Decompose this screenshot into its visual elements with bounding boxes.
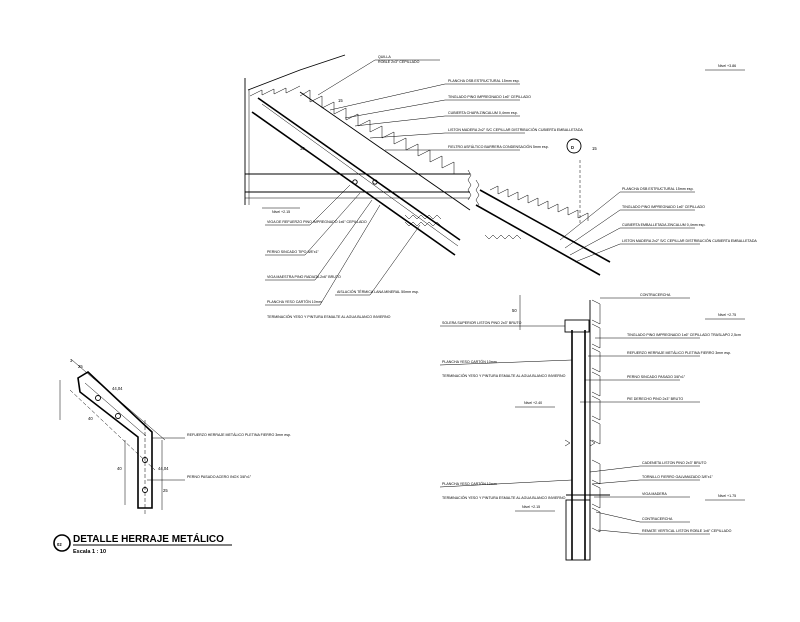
- w-label-cadeneta: CADENETA LISTON PINO 2x3" BRUTO: [642, 461, 707, 465]
- label-yeso: PLANCHA YESO CARTÓN 10mm: [267, 299, 322, 304]
- rafter-top: [257, 97, 461, 241]
- insulation-hatch-2: [404, 221, 442, 227]
- label-quilla: QUILLA: [378, 55, 391, 59]
- w-label-cubierta: CUBIERTA EMBALLETADA ZINCALUM 0,4mm esp.: [622, 223, 705, 227]
- eave-rafter-bottom: [475, 204, 601, 276]
- break-line-roof: [467, 169, 472, 201]
- dim-30-roof: 30: [300, 146, 305, 151]
- title-number: 02: [57, 542, 62, 547]
- roof-shingles: [299, 89, 455, 174]
- w-label-terminacion: TERMINACIÓN YESO Y PINTURA ESMALTE AL AG…: [442, 373, 566, 378]
- dim-15-roof: 15: [338, 98, 343, 103]
- w-label-osb: PLANCHA OSB ESTRUCTURAL 15mm esp.: [622, 187, 694, 191]
- wall-leaders: [439, 191, 710, 535]
- section-marker-circle: [566, 138, 582, 154]
- dim-15-wall: 15: [592, 146, 597, 151]
- level-1: Nivel +3.86: [718, 64, 736, 68]
- roof-sheathing: [299, 91, 471, 211]
- bracket-centerline-1: [69, 389, 156, 471]
- title-text: DETALLE HERRAJE METÁLICO: [73, 532, 224, 545]
- w-label-liston: LISTON MADERA 2x2" S/C CEPILLAR DISTRIBU…: [622, 238, 757, 243]
- w-label-remate: REMATE VERTICAL LISTON ROBLE 1x6" CEPILL…: [642, 529, 732, 533]
- w-label-tinglado: TINGLADO PINO IMPREGNADO 1x6" CEPILLADO: [622, 205, 705, 209]
- bracket-inner: [84, 382, 147, 437]
- w-label-contracercha-2: CONTRACERCHA: [642, 517, 673, 521]
- w-label-tinglado-2: TINGLADO PINO IMPREGNADO 1x6" CEPILLADO …: [627, 333, 741, 337]
- w-label-solera: SOLERA SUPERIOR LISTON PINO 2x3" BRUTO: [442, 321, 522, 325]
- title-scale: Escala 1 : 10: [73, 549, 106, 555]
- bracket-dim-40: 40: [88, 416, 93, 421]
- label-perno: PERNO SINCADO TIPO 3/8"x1": [267, 250, 320, 254]
- bracket-hole-1: [95, 395, 101, 401]
- w-label-refuerzo: REFUERZO HERRAJE METÁLICO PLETINA FIERRO…: [627, 351, 731, 355]
- w-label-yeso-2: PLANCHA YESO CARTÓN 10mm: [442, 481, 497, 486]
- eave-shingles: [489, 185, 589, 221]
- wall-section-detail: D 50 15: [439, 64, 757, 561]
- bracket-hole-2: [115, 413, 121, 419]
- label-tinglado: TINGLADO PINO IMPREGNADO 1x6" CEPILLADO: [448, 95, 531, 99]
- label-osb: PLANCHA OSB ESTRUCTURAL 15mm esp.: [448, 79, 520, 83]
- label-cubierta: CUBIERTA CHAPA ZINCALUM 0,4mm esp.: [448, 111, 518, 115]
- bottom-beam: [565, 499, 591, 561]
- label-aislacion: AISLACIÓN TÉRMICA LANA MINERAL 50mm esp.: [337, 289, 419, 294]
- label-liston: LISTON MADERA 2x2" S/C CEPILLAR DISTRIBU…: [448, 127, 583, 132]
- level-3: Nivel +2.40: [524, 401, 542, 405]
- title-block: 02 DETALLE HERRAJE METÁLICO Escala 1 : 1…: [53, 532, 232, 555]
- dim-line-top: [71, 359, 166, 441]
- level-5: Nivel +2.15: [522, 505, 540, 509]
- bracket-detail: 25 44,04 40 40 44,04 25 3 REFUERZO HERRA…: [59, 358, 291, 515]
- bolt-2: [372, 179, 378, 185]
- bracket-plate: [77, 371, 153, 509]
- w-label-terminacion-2: TERMINACIÓN YESO Y PINTURA ESMALTE AL AG…: [442, 495, 566, 500]
- label-fieltro: FIELTRO ASFÁLTICO BARRERA CONDENSACIÓN 5…: [448, 144, 549, 149]
- w-label-pie-derecho: PIE DERECHO PINO 2x3" BRUTO: [627, 397, 683, 401]
- bracket-label-refuerzo: REFUERZO HERRAJE METÁLICO PLETINA FIERRO…: [187, 433, 291, 437]
- w-label-perno: PERNO SINCADO PASADO 3/8"x1": [627, 375, 686, 379]
- eave-rafter-top: [479, 189, 611, 263]
- bracket-dim-3: 3: [70, 358, 73, 363]
- eave-insulation: [484, 234, 522, 240]
- level-4: Nivel +1.75: [718, 494, 736, 498]
- dim-50-wall: 50: [512, 308, 517, 313]
- ridge-cladding: [249, 85, 301, 97]
- w-label-yeso: PLANCHA YESO CARTÓN 10mm: [442, 359, 497, 364]
- bracket-dim-25-v: 25: [163, 488, 168, 493]
- bracket-dim-4404: 44,04: [112, 386, 123, 391]
- bolt-1: [352, 179, 358, 185]
- w-label-contracercha: CONTRACERCHA: [640, 293, 671, 297]
- label-roble: ROBLE 2x3" CEPILLADO: [378, 60, 420, 64]
- title-number-circle: [53, 534, 71, 552]
- roof-leaders: [265, 59, 525, 306]
- insulation-hatch: [404, 214, 442, 220]
- label-terminacion: TERMINACIÓN YESO Y PINTURA ESMALTE AL AG…: [267, 314, 391, 319]
- section-marker-label: D: [571, 145, 574, 150]
- bracket-dim-25: 25: [78, 364, 83, 369]
- rafter-mid: [261, 103, 459, 247]
- label-viga-refuerzo: VIGA DE REFUERZO PINO IMPREGNADO 1x6" CE…: [267, 220, 367, 224]
- bracket-dim-4404-v: 44,04: [158, 466, 169, 471]
- bracket-dim-40-v: 40: [117, 466, 122, 471]
- level-roof: Nivel +2.15: [272, 210, 290, 214]
- roof-eave-detail: 15 30 Nivel +2.15 QUILLA ROBLE 2x3" CEPI…: [244, 54, 583, 319]
- ridge-cap: [247, 54, 346, 91]
- wall-break: [564, 439, 596, 447]
- w-label-tornillo: TORNILLO FIERRO GALVANIZADO 3/8"x1": [642, 475, 714, 479]
- label-viga-maestra: VIGA MAESTRA PINO RADIATA 2x6" BRUTO: [267, 275, 341, 279]
- w-label-viga: VIGA MADERA: [642, 492, 667, 496]
- break-line-eave: [475, 179, 480, 206]
- bracket-label-perno: PERNO PASADO ACERO INOX 3/8"x1": [187, 475, 252, 479]
- level-2: Nivel +2.75: [718, 313, 736, 317]
